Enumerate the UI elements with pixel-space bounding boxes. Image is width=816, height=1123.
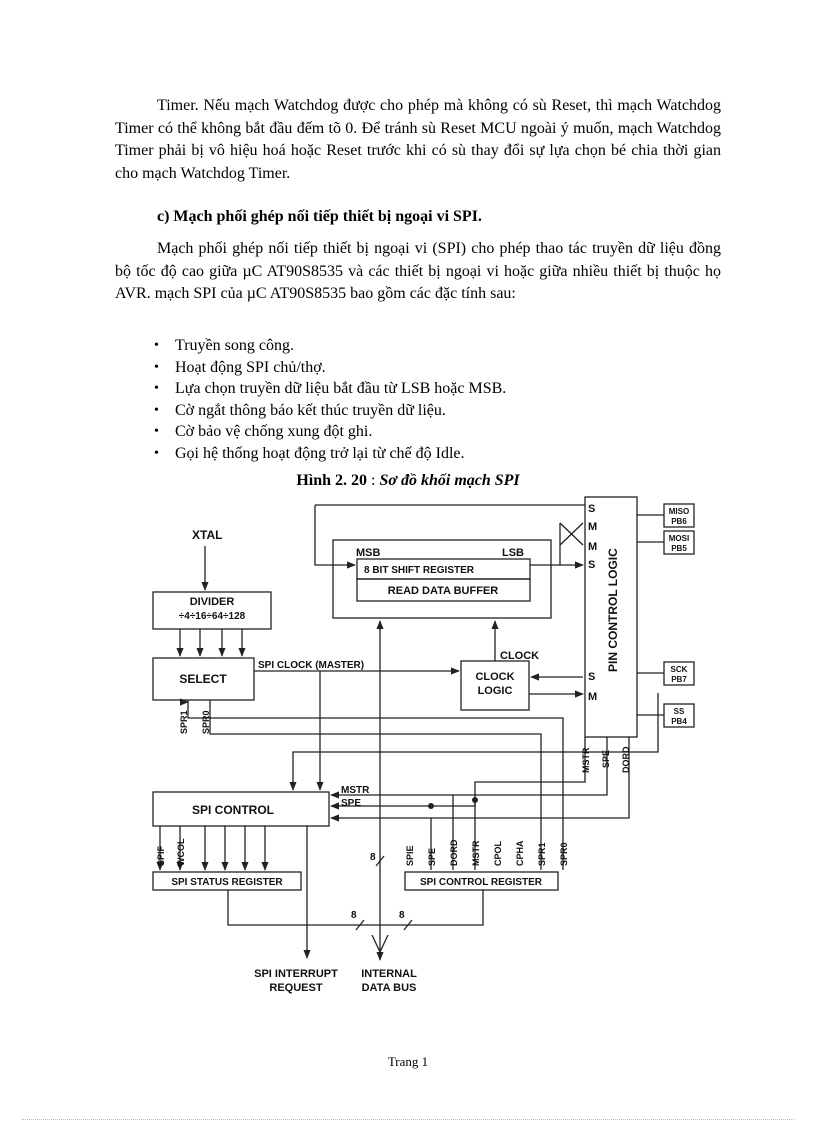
miso-label: MISO [669, 507, 689, 516]
paragraph-spi-intro: Mạch phối ghép nối tiếp thiết bị ngoại v… [115, 240, 721, 302]
spr0-label: SPR0 [201, 710, 211, 734]
pb6-label: PB6 [671, 517, 687, 526]
pin-s-label: S [588, 671, 595, 683]
spi-interrupt-label-2: REQUEST [269, 982, 322, 994]
pin-s-label: S [588, 559, 595, 571]
page-footer: Trang 1 [387, 1054, 429, 1069]
spie-label: SPIE [405, 845, 415, 866]
pin-s-label: S [588, 503, 595, 515]
xtal-label: XTAL [192, 528, 222, 542]
list-item: Gọi hệ thống hoạt động trở lại từ chế độ… [152, 443, 506, 465]
figure-caption: Hình 2. 20 : Sơ đồ khối mạch SPI [0, 472, 816, 490]
internal-data-bus-label-2: DATA BUS [362, 982, 417, 994]
mosi-label: MOSI [669, 534, 689, 543]
spe-label: SPE [341, 798, 361, 809]
internal-data-bus-label-1: INTERNAL [361, 968, 417, 980]
cpol-label: CPOL [493, 840, 503, 866]
spi-control-register-label: SPI CONTROL REGISTER [420, 877, 543, 888]
pin-m-label: M [588, 521, 597, 533]
figure-number: Hình 2. 20 [296, 472, 368, 489]
divider-label: DIVIDER [190, 596, 235, 608]
pb5-label: PB5 [671, 544, 687, 553]
pb4-label: PB4 [671, 717, 687, 726]
divider-ratios-label: ÷4÷16÷64÷128 [179, 611, 246, 622]
cr-spr1-label: SPR1 [537, 842, 547, 866]
shift-register-block [332, 539, 552, 619]
cr-spr0-label: SPR0 [559, 842, 569, 866]
list-item: Hoạt động SPI chủ/thợ. [152, 357, 506, 379]
pin-control-logic-box [584, 496, 638, 738]
pb7-label: PB7 [671, 675, 687, 684]
junction-dot [428, 803, 434, 809]
wcol-label: WCOL [176, 838, 186, 866]
spi-clock-master-label: SPI CLOCK (MASTER) [258, 660, 364, 671]
figure-caption-separator: : [367, 472, 380, 489]
pin-m-label: M [588, 541, 597, 553]
ss-label: SS [674, 707, 685, 716]
paragraph-watchdog: Timer. Nếu mạch Watchdog được cho phép m… [115, 97, 721, 182]
spi-status-register-label: SPI STATUS REGISTER [171, 877, 283, 888]
spif-label: SPIF [156, 845, 166, 866]
clock-logic-label-1: CLOCK [475, 671, 514, 683]
list-item: Cờ bảo vệ chống xung đột ghi. [152, 421, 506, 443]
msb-label: MSB [356, 547, 381, 559]
cr-spe-label: SPE [427, 848, 437, 866]
read-buffer-label: READ DATA BUFFER [388, 585, 498, 597]
cr-dord-label: DORD [449, 839, 459, 866]
cpha-label: CPHA [515, 840, 525, 866]
spi-control-label: SPI CONTROL [192, 803, 274, 817]
pin-spe-label: SPE [601, 750, 611, 768]
spi-interrupt-label-1: SPI INTERRUPT [254, 968, 338, 980]
cr-mstr-label: MSTR [471, 840, 481, 866]
junction-dot [472, 797, 478, 803]
list-item: Truyền song công. [152, 335, 506, 357]
spi-control-register-box [404, 871, 559, 891]
select-label: SELECT [179, 672, 227, 686]
spi-control-box [152, 791, 330, 827]
list-item: Cờ ngắt thông báo kết thúc truyền dữ liệ… [152, 400, 506, 422]
clock-label: CLOCK [500, 650, 539, 662]
lsb-label: LSB [502, 547, 524, 559]
mstr-label: MSTR [341, 785, 370, 796]
sck-label: SCK [671, 665, 688, 674]
spi-status-register-box [152, 871, 302, 891]
figure-title: Sơ đồ khối mạch SPI [379, 472, 520, 489]
clock-logic-label-2: LOGIC [478, 685, 513, 697]
list-item: Lựa chọn truyền dữ liệu bắt đầu từ LSB h… [152, 378, 506, 400]
feature-list: Truyền song công. Hoạt động SPI chủ/thợ.… [152, 335, 506, 465]
pin-m-label: M [588, 691, 597, 703]
divider-box [152, 591, 272, 630]
select-box [152, 657, 255, 701]
pin-dord-label: DORD [621, 746, 631, 773]
bus-width-label: 8 [399, 910, 405, 921]
page-divider [22, 1119, 794, 1120]
pin-mstr-label: MSTR [581, 747, 591, 773]
pin-control-logic-label: PIN CONTROL LOGIC [606, 548, 620, 672]
bus-width-label: 8 [370, 852, 376, 863]
bus-width-label: 8 [351, 910, 357, 921]
spr1-label: SPR1 [179, 710, 189, 734]
shift-register-label: 8 BIT SHIFT REGISTER [364, 565, 475, 576]
read-buffer-box [356, 578, 531, 602]
section-heading: c) Mạch phối ghép nối tiếp thiết bị ngoạ… [157, 208, 482, 225]
